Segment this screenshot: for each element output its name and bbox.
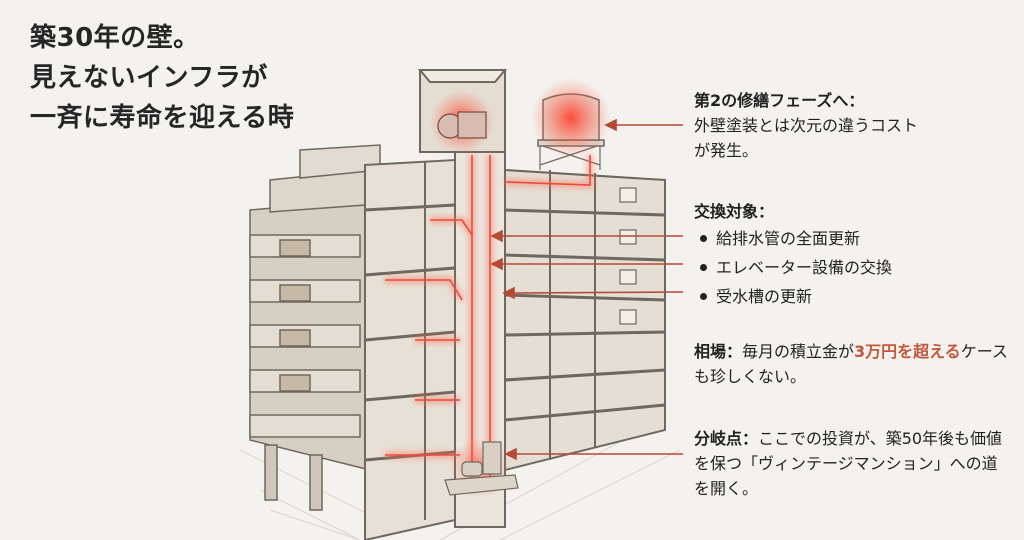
headline-line-1: 築30年の壁。 xyxy=(30,23,200,53)
callout-repair-phase-body: 外壁塗装とは次元の違うコストが発生。 xyxy=(694,116,919,160)
target-item: エレベーター設備の交換 xyxy=(694,253,892,282)
bullet-icon xyxy=(700,264,707,271)
market-highlight: 3万円を超える xyxy=(854,342,961,361)
headline: 築30年の壁。 見えないインフラが 一斉に寿命を迎える時 xyxy=(30,18,294,138)
water-pipes-lines xyxy=(385,155,591,490)
callout-market-price: 相場：毎月の積立金が3万円を超えるケースも珍しくない。 xyxy=(694,339,1014,389)
callout-turning-point: 分岐点：ここでの投資が、築50年後も価値を保つ「ヴィンテージマンション」への道を… xyxy=(694,426,1004,501)
central-cutaway xyxy=(364,158,456,540)
turning-point-text: ここでの投資が、築50年後も価値を保つ「ヴィンテージマンション」への道を開く。 xyxy=(694,429,1003,498)
market-text-after: ケースも珍しくない。 xyxy=(694,342,1008,386)
building-cutaway-illustration xyxy=(239,69,681,540)
callout-repair-phase: 第2の修繕フェーズへ： 外壁塗装とは次元の違うコストが発生。 xyxy=(694,88,924,163)
targets-list: 給排水管の全面更新 エレベーター設備の交換 受水槽の更新 xyxy=(694,224,892,311)
right-wing xyxy=(504,168,666,472)
pump-unit xyxy=(444,441,519,496)
left-wing xyxy=(249,144,381,511)
headline-line-2: 見えないインフラが xyxy=(30,63,268,93)
target-item-label: 受水槽の更新 xyxy=(716,287,813,306)
callout-replacement-targets: 交換対象： 給排水管の全面更新 エレベーター設備の交換 受水槽の更新 xyxy=(694,199,892,311)
target-item: 給排水管の全面更新 xyxy=(694,224,892,253)
water-tank-glow xyxy=(531,78,611,158)
bullet-icon xyxy=(700,235,707,242)
callout-targets-title: 交換対象： xyxy=(694,202,775,221)
elevator-machine xyxy=(437,111,487,139)
callout-repair-phase-title: 第2の修繕フェーズへ： xyxy=(694,91,865,110)
target-item-label: 給排水管の全面更新 xyxy=(716,229,861,248)
bullet-icon xyxy=(700,293,707,300)
turning-point-label: 分岐点： xyxy=(694,429,759,448)
market-text-before: 毎月の積立金が xyxy=(742,342,855,361)
market-label: 相場： xyxy=(694,342,743,361)
headline-line-3: 一斉に寿命を迎える時 xyxy=(30,103,295,133)
target-item: 受水槽の更新 xyxy=(694,282,892,311)
target-item-label: エレベーター設備の交換 xyxy=(716,258,893,277)
